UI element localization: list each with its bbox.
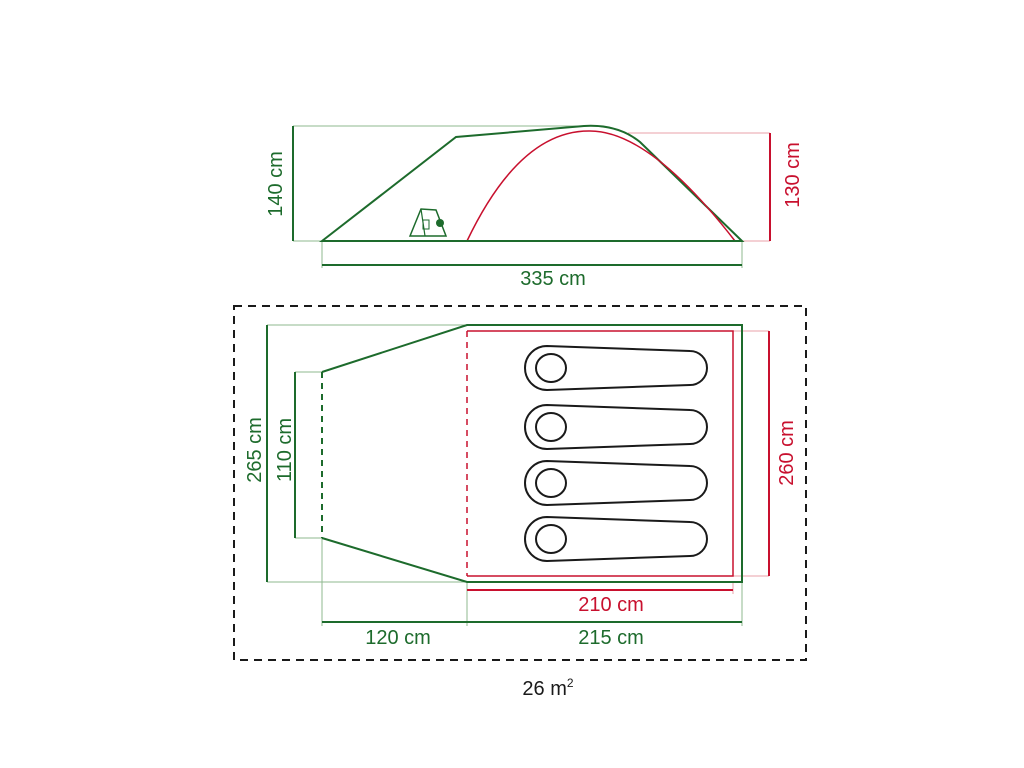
outer-tent-outline [321,324,743,583]
area-value: 26 m [522,678,566,700]
length-335-label: 335 cm [520,268,586,290]
width-110-label: 110 cm [274,418,296,482]
inner-tent-arc [466,130,736,242]
inner-bedroom-outline [467,330,734,577]
width-260-label: 260 cm [776,420,798,486]
length-120-label: 120 cm [365,627,431,649]
sleeping-bag-icon [524,515,708,563]
sleeping-bag-icon [524,403,708,451]
length-215-label: 215 cm [578,627,644,649]
side-view: 140 cm 130 cm 335 cm [265,124,804,290]
height-130-label: 130 cm [782,142,804,208]
area-label: 26 m2 [522,676,573,700]
area-superscript: 2 [567,676,574,690]
footprint-border [233,305,807,661]
height-140-label: 140 cm [265,151,287,217]
outer-tent-profile [319,124,745,242]
tent-door-icon [408,208,448,237]
width-265-label: 265 cm [244,417,266,483]
sleeping-bag-icon [524,459,708,507]
floor-plan: 265 cm 110 cm 260 cm 210 cm 120 cm 215 c… [233,305,807,661]
sleeping-bag-icon [524,344,708,392]
length-210-label: 210 cm [578,594,644,616]
